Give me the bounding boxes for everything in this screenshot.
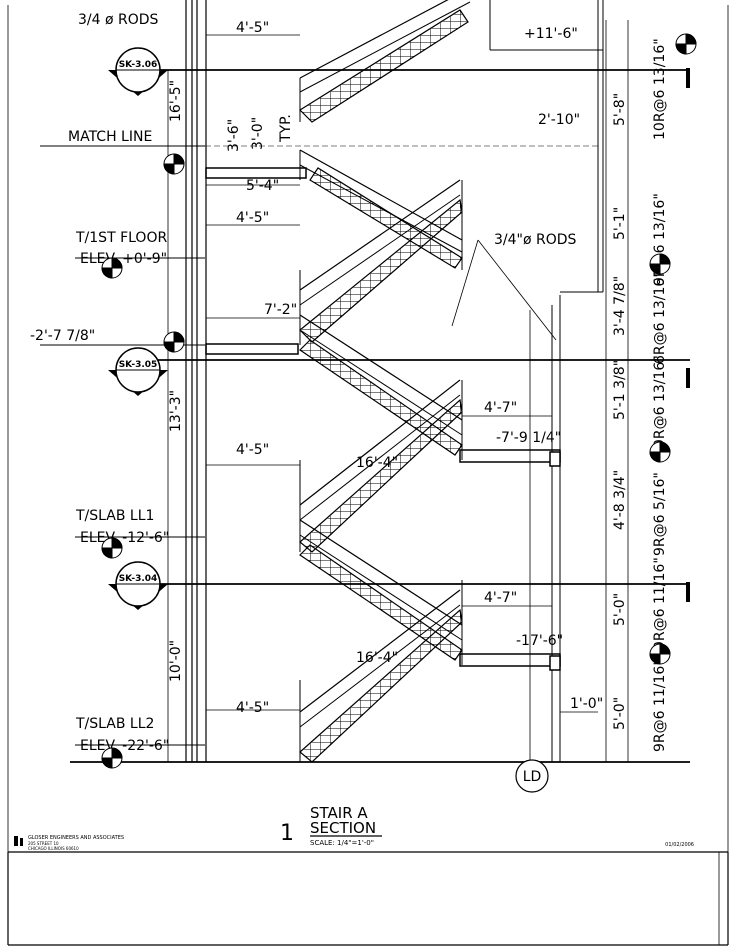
dim-rise-2: 5'-1"	[612, 207, 628, 240]
grid-bubble: LD	[515, 759, 549, 793]
firm-name: GLOSER ENGINEERS AND ASSOCIATES	[28, 835, 124, 841]
drawing-title-line1: STAIR A	[310, 804, 368, 822]
elevation-targets	[101, 33, 697, 769]
elevation-target-icon	[101, 537, 123, 559]
firm-address-1: 205 STREET 10	[28, 841, 59, 846]
dim-height-upper: 16'-5"	[168, 80, 184, 122]
elevation-target-icon	[101, 257, 123, 279]
ll2-label: T/SLAB LL2	[75, 716, 154, 732]
dim-landing-span: 7'-2"	[264, 302, 297, 318]
drawing-scale: SCALE: 1/4"=1'-0"	[310, 839, 374, 847]
elevation-target-icon	[163, 331, 185, 353]
dim-rail-c: 1'-0"	[570, 696, 603, 712]
dim-risers-3: 6R@6 13/16"	[652, 271, 668, 364]
section-marker-sk305: SK-3.05	[108, 347, 168, 396]
dim-landing-depth: 5'-4"	[246, 178, 279, 194]
dim-landing-width: 2'-10"	[538, 112, 580, 128]
dim-run-bottom: 4'-5"	[236, 700, 269, 716]
dim-stair-len-b: 16'-4"	[356, 650, 398, 666]
ll2-elev: ELEV. -22'-6"	[80, 738, 169, 754]
grid-bubble-label: LD	[523, 769, 542, 785]
drawing-title-line2: SECTION	[310, 819, 376, 837]
section-marker-label-2: SK-3.05	[119, 360, 158, 370]
firm-logo-icon	[14, 836, 23, 846]
dim-risers-5: 9R@6 5/16"	[652, 472, 668, 556]
dim-rise-1: 5'-8"	[612, 93, 628, 126]
title-block-frame	[7, 5, 729, 946]
firm-address-2: CHICAGO ILLINOIS 60610	[28, 846, 79, 851]
dim-elev-lower-b: -17'-6"	[516, 633, 563, 649]
section-marker-sk304: SK-3.04	[108, 561, 168, 610]
elevation-target-icon	[649, 643, 671, 665]
ll1-label: T/SLAB LL1	[75, 508, 154, 524]
rods-note-mid: 3/4"ø RODS	[494, 232, 577, 248]
dim-stair-len-a: 16'-4"	[356, 455, 398, 471]
dim-elev-lower-a: -7'-9 1/4"	[496, 430, 561, 446]
dim-rise-4: 5'-1 3/8"	[612, 360, 628, 420]
match-line-label: MATCH LINE	[68, 129, 152, 145]
elevation-target-icon	[675, 33, 697, 55]
dim-rise-5: 4'-8 3/4"	[612, 470, 628, 530]
elevation-target-icon	[101, 747, 123, 769]
first-floor-elev: ELEV. +0'-9"	[80, 251, 167, 267]
dim-risers-4: 9R@6 13/16"	[652, 355, 668, 448]
section-marker-sk306: SK-3.06	[108, 47, 168, 96]
stair-flights	[299, 0, 557, 763]
ll1-elev: ELEV. -12'-6"	[80, 530, 169, 546]
section-marker-label-1: SK-3.06	[119, 60, 158, 70]
elevation-target-icon	[649, 441, 671, 463]
dim-run-top: 4'-5"	[236, 20, 269, 36]
rods-note-top: 3/4 ø RODS	[78, 12, 159, 28]
dim-rise-7: 5'-0"	[612, 697, 628, 730]
structure-linework	[40, 0, 690, 763]
dim-offset-b: 4'-7"	[484, 590, 517, 606]
dim-elev-top: +11'-6"	[524, 26, 578, 42]
dim-rise-6: 5'-0"	[612, 593, 628, 626]
dim-risers-1: 10R@6 13/16"	[652, 38, 668, 140]
dim-height-middle: 13'-3"	[168, 390, 184, 432]
level-tick-bars	[686, 68, 690, 602]
date-stamp: 01/02/2006	[665, 842, 694, 848]
dim-run-third: 4'-5"	[236, 442, 269, 458]
dim-offset-a: 4'-7"	[484, 400, 517, 416]
dim-elev-mid: -2'-7 7/8"	[30, 328, 95, 344]
dim-rise-3: 3'-4 7/8"	[612, 276, 628, 336]
elevation-target-icon	[163, 153, 185, 175]
dim-rail-b: 3'-0"	[250, 117, 266, 150]
first-floor-label: T/1ST FLOOR	[75, 230, 167, 246]
section-marker-label-3: SK-3.04	[119, 574, 158, 584]
dim-risers-7: 9R@6 11/16"	[652, 659, 668, 752]
dim-risers-6: 9R@6 11/16"	[652, 557, 668, 650]
dimension-lines	[167, 20, 629, 762]
typ-note: TYP.	[278, 114, 294, 143]
drawing-number: 1	[280, 821, 294, 846]
elevation-target-icon	[649, 253, 671, 275]
dim-run-second: 4'-5"	[236, 210, 269, 226]
dim-height-lower: 10'-0"	[168, 640, 184, 682]
dim-rail-a: 3'-6"	[226, 119, 242, 152]
